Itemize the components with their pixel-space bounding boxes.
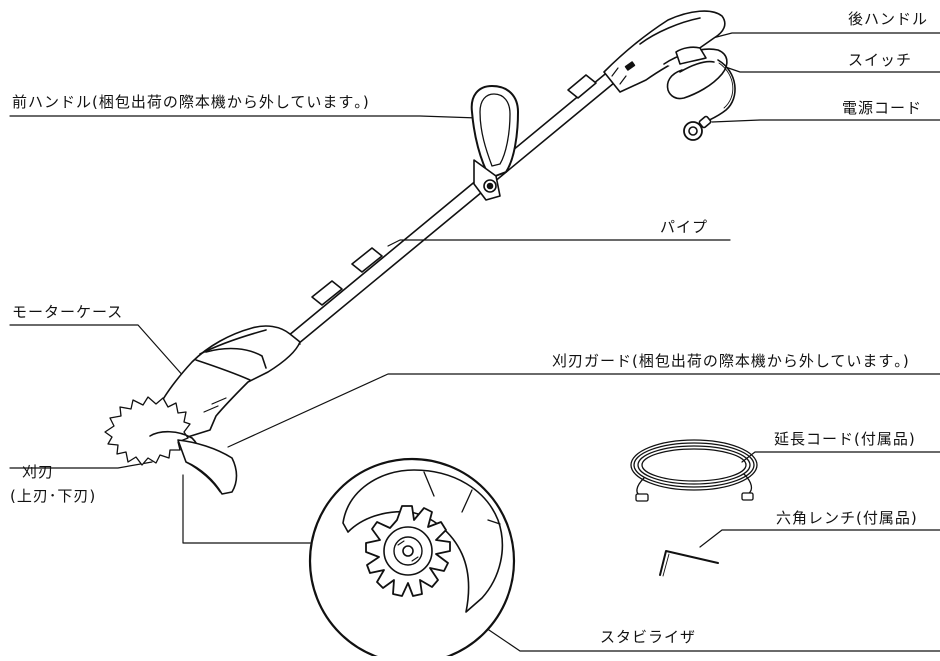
label-hex-wrench: 六角レンチ(付属品) (776, 509, 918, 527)
small-blade (104, 396, 238, 495)
hex-wrench-drawing (659, 550, 719, 577)
label-blade-guard: 刈刃ガード(梱包出荷の際本機から外しています｡) (552, 352, 910, 370)
leader-lines (9, 32, 940, 652)
zoom-detail (308, 457, 516, 661)
leader-motor-case (9, 324, 186, 379)
leader-hex-wrench (699, 529, 940, 548)
pipe-bands (311, 74, 597, 306)
label-motor-case: モーターケース (12, 303, 124, 321)
label-switch: スイッチ (848, 51, 913, 69)
leader-extension-cord (741, 451, 940, 463)
label-blade-line1: 刈刃 (22, 463, 55, 481)
switch-grip (663, 46, 728, 100)
leader-front-handle (9, 115, 479, 119)
leader-pipe (387, 239, 731, 247)
label-rear-handle: 後ハンドル (848, 10, 929, 28)
label-power-cord: 電源コード (842, 99, 923, 117)
leader-rear-handle (704, 32, 940, 41)
label-extension-cord: 延長コード(付属品) (774, 430, 916, 448)
power-cord-drawing (683, 59, 736, 141)
leader-blade-guard (227, 373, 940, 448)
leader-zoom (182, 474, 311, 544)
label-blade-line2: (上刃･下刃) (10, 487, 97, 505)
extension-cord-coil (630, 439, 758, 502)
label-stabilizer: スタビライザ (600, 628, 697, 646)
label-pipe: パイプ (660, 218, 709, 236)
label-front-handle: 前ハンドル(梱包出荷の際本機から外しています｡) (12, 93, 370, 111)
front-handle-loop (470, 85, 519, 201)
leader-power-cord (711, 119, 940, 123)
